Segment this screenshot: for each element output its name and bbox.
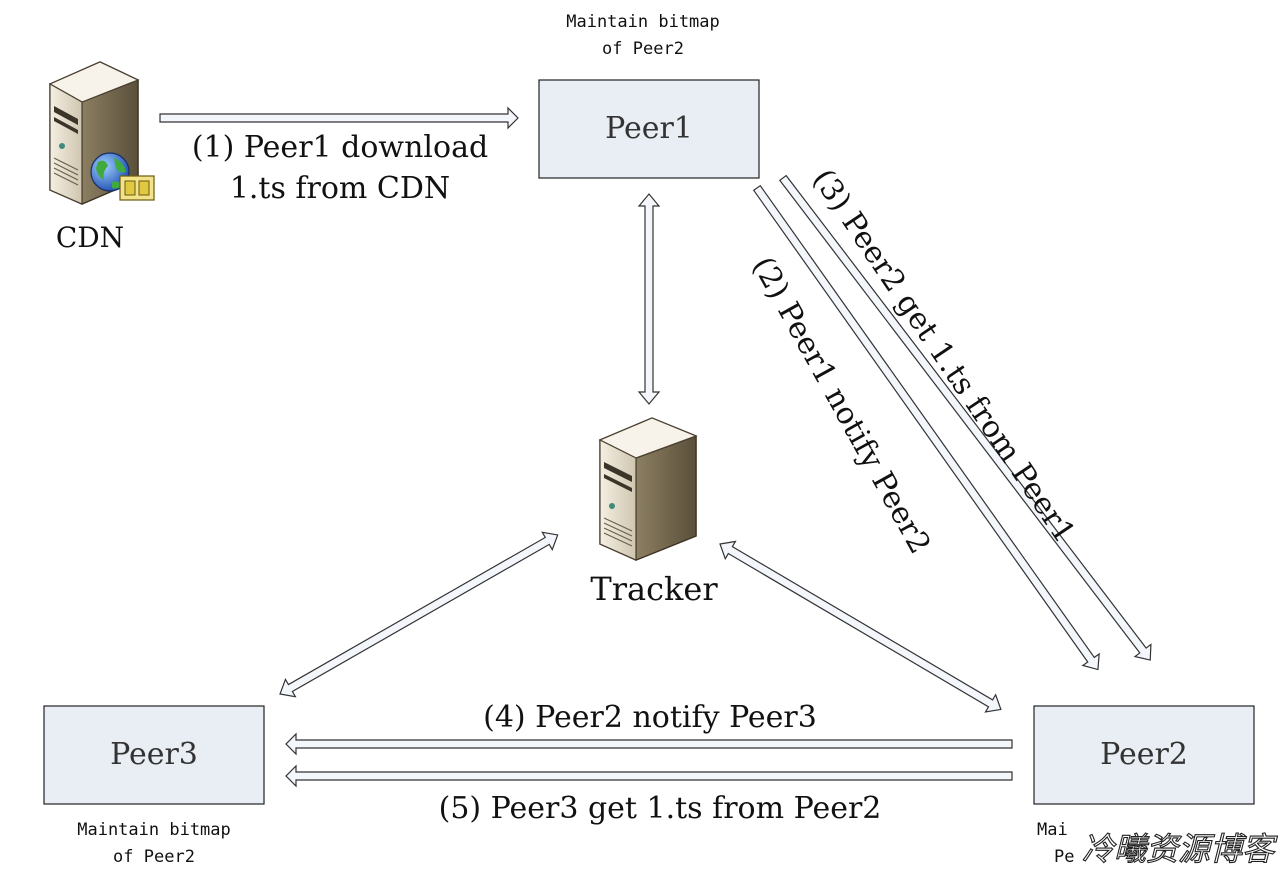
arrow-tracker-peer3 — [279, 531, 559, 698]
peer1-bitmap-note-line2: of Peer2 — [602, 39, 684, 59]
peer2-label: Peer2 — [1100, 737, 1188, 772]
tracker-server-icon — [598, 417, 698, 561]
step4-label: (4) Peer2 notify Peer3 — [483, 700, 817, 735]
step1-label-line1: (1) Peer1 download — [192, 130, 488, 165]
arrow-peer1-tracker — [637, 193, 661, 405]
peer2-bitmap-note-line1: Mai — [1037, 820, 1068, 840]
cdn-label: CDN — [56, 221, 124, 254]
arrow-peer1-notify-peer2 — [752, 184, 1100, 671]
arrow-tracker-peer2 — [719, 540, 1002, 713]
step1-label-line2: 1.ts from CDN — [230, 171, 450, 206]
watermark: 冷曦资源博客 — [1082, 830, 1278, 868]
peer3-box — [43, 705, 265, 805]
peer1-label: Peer1 — [605, 111, 693, 146]
arrow-cdn-to-peer1 — [159, 106, 519, 130]
peer2-bitmap-note-line2: Pe — [1054, 847, 1074, 867]
peer2-box — [1033, 705, 1255, 805]
peer3-bitmap-note-line1: Maintain bitmap — [77, 820, 231, 840]
step3-label: (3) Peer2 get 1.ts from Peer1 — [805, 163, 1082, 550]
cdn-server-globe-icon — [48, 61, 155, 205]
arrow-peer3-get-from-peer2 — [285, 764, 1013, 788]
peer3-bitmap-note-line2: of Peer2 — [113, 847, 195, 867]
arrow-peer2-notify-peer3 — [285, 732, 1013, 756]
peer1-box — [538, 79, 760, 179]
arrow-peer2-get-from-peer1 — [778, 174, 1152, 661]
step5-label: (5) Peer3 get 1.ts from Peer2 — [439, 791, 882, 826]
peer3-label: Peer3 — [110, 737, 198, 772]
peer1-bitmap-note-line1: Maintain bitmap — [566, 12, 720, 32]
tracker-label: Tracker — [590, 570, 718, 608]
